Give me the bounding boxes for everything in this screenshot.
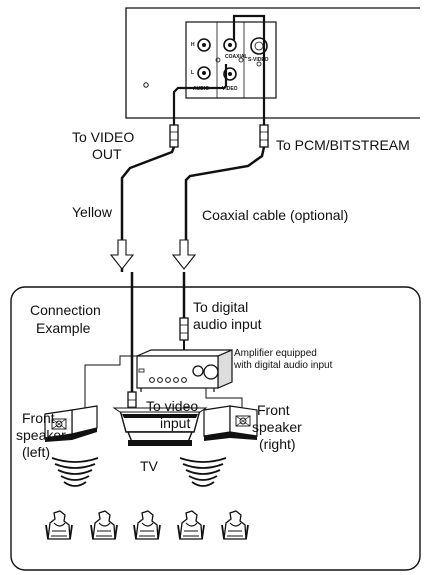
audio-right-jack-icon: [197, 38, 211, 52]
front-speaker-left-icon: [44, 405, 98, 442]
coaxial-cable: [179, 14, 269, 352]
audio-left-jack-icon: [197, 66, 211, 80]
front-speaker-right-icon: [203, 405, 258, 441]
amplifier-icon: [136, 349, 233, 392]
listeners-row: [45, 510, 249, 540]
jack-label-video: VIDEO: [222, 86, 238, 92]
listener-icon: [90, 510, 118, 540]
down-arrow-icon: [109, 239, 135, 270]
coaxial-jack-icon: [223, 38, 237, 52]
listener-icon: [177, 510, 205, 540]
player-rear-panel: [125, 7, 420, 119]
tv-label: TV: [140, 458, 158, 474]
speaker-wire-right: [205, 388, 243, 408]
speaker-wire-left: [84, 355, 145, 408]
jack-label-coaxial: COAXIAL: [225, 54, 248, 60]
tv-icon: [112, 407, 208, 446]
listener-icon: [45, 510, 73, 540]
to-video-input-label-line2: input: [160, 415, 191, 431]
to-video-out-label-line1: To VIDEO: [72, 129, 135, 145]
amplifier-label-line2: with digital audio input: [234, 360, 333, 371]
connection-example-title-line1: Connection: [30, 302, 101, 318]
down-arrow-icon: [171, 239, 197, 270]
jack-board: [185, 21, 277, 99]
rca-plug-icon: [169, 124, 179, 148]
coaxial-cable-label: Coaxial cable (optional): [202, 207, 349, 223]
to-digital-audio-label-line2: audio input: [193, 316, 262, 332]
to-video-out-label-line2: OUT: [92, 146, 122, 162]
sound-waves-left-icon: [51, 457, 99, 487]
front-speaker-left-label-line1: Front: [22, 410, 55, 426]
to-pcm-bitstream-label: To PCM/BITSTREAM: [276, 137, 410, 153]
video-jack-icon: [223, 67, 237, 81]
to-video-input-label-line1: To video: [146, 398, 199, 414]
listener-icon: [221, 510, 249, 540]
to-digital-audio-label-line1: To digital: [193, 299, 249, 315]
listener-icon: [133, 510, 161, 540]
front-speaker-left-label-line2: speaker: [16, 427, 66, 443]
jack-label-audio: AUDIO: [193, 86, 210, 92]
rca-plug-icon: [179, 317, 189, 341]
panel-screw-icon: [143, 82, 149, 88]
front-speaker-right-label-line3: (right): [259, 436, 296, 452]
front-speaker-right-label-line1: Front: [257, 402, 290, 418]
front-speaker-left-label-line3: (left): [22, 444, 50, 460]
jack-label-s-video: S-VIDEO: [248, 57, 269, 63]
sound-waves-right-icon: [179, 457, 227, 487]
yellow-cable-label: Yellow: [72, 204, 112, 220]
rca-plug-icon: [259, 124, 269, 148]
front-speaker-right-label-line2: speaker: [252, 419, 302, 435]
connection-example-title-line2: Example: [36, 320, 91, 336]
jack-label-h: H: [191, 42, 195, 48]
amplifier-label-line1: Amplifier equipped: [234, 348, 317, 359]
connection-example-frame: [10, 286, 421, 571]
jack-label-l: L: [191, 70, 195, 76]
s-video-jack-icon: [250, 37, 268, 55]
